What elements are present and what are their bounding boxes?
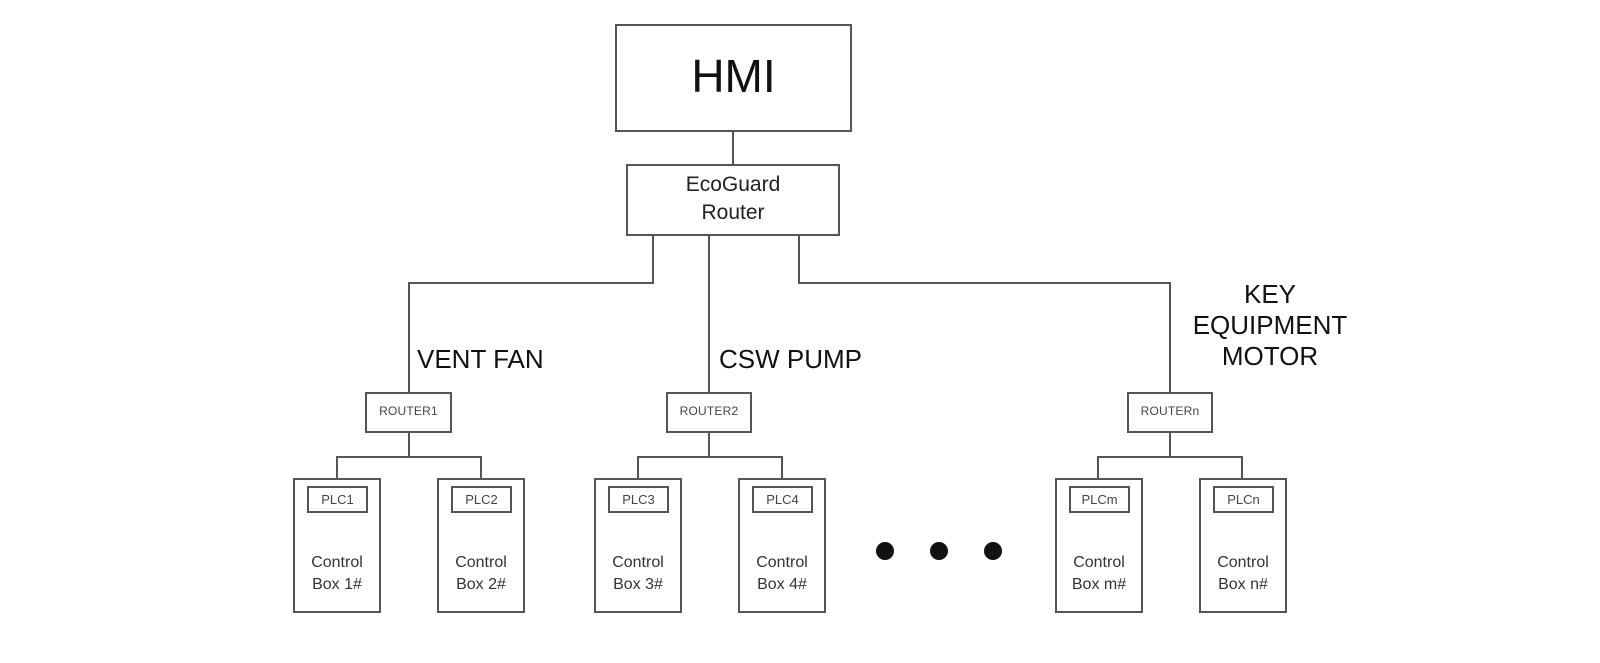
control-box-3-line1: Control (612, 554, 664, 571)
control-box-1-line2: Box 1# (312, 576, 362, 594)
control-box-m-label: Control Box m# (1056, 552, 1142, 597)
ecoguard-router-label: EcoGuard Router (627, 173, 839, 225)
control-box-n-line1: Control (1217, 554, 1269, 571)
control-box-n-line2: Box n# (1218, 576, 1268, 594)
link-key-equipment-motor (798, 235, 1171, 393)
hmi-label: HMI (691, 50, 776, 102)
ellipsis-dot-1 (876, 542, 894, 560)
control-box-1-line1: Control (311, 554, 363, 571)
link-vent-fan (408, 235, 654, 393)
ecoguard-router-line1: EcoGuard (685, 173, 781, 196)
control-box-2-label: Control Box 2# (438, 552, 524, 597)
key-equipment-motor-line1: KEY (1243, 279, 1297, 309)
plcn-label: PLCn (1227, 492, 1260, 507)
plc1-label: PLC1 (321, 492, 354, 507)
control-box-3-label: Control Box 3# (595, 552, 681, 597)
csw-pump-label: CSW PUMP (719, 344, 862, 374)
routern-label: ROUTERn (1140, 404, 1200, 418)
routern-split (1097, 456, 1243, 479)
control-box-2-line2: Box 2# (456, 576, 506, 594)
router2-split (637, 456, 783, 479)
plc4-box (752, 486, 813, 513)
router1-label: ROUTER1 (379, 404, 438, 418)
router2-label: ROUTER2 (679, 404, 739, 418)
plc2-label: PLC2 (465, 492, 498, 507)
router1-split (336, 456, 482, 479)
ecoguard-router-line2: Router (701, 201, 765, 225)
router2-box (666, 392, 752, 433)
control-box-4-line1: Control (756, 554, 808, 571)
hmi-box (615, 24, 852, 132)
plc3-box (608, 486, 669, 513)
plcm-box (1069, 486, 1130, 513)
plc4-label: PLC4 (766, 492, 799, 507)
control-box-3-line2: Box 3# (613, 576, 663, 594)
plcn-box (1213, 486, 1274, 513)
ecoguard-router-box (626, 164, 840, 236)
control-box-4-label: Control Box 4# (739, 552, 825, 597)
control-box-1-label: Control Box 1# (294, 552, 380, 597)
control-box-4-line2: Box 4# (757, 576, 807, 594)
plcm-label: PLCm (1081, 492, 1118, 507)
key-equipment-motor-line2: EQUIPMENT (1192, 310, 1348, 341)
router1-box (365, 392, 452, 433)
ellipsis-dot-2 (930, 542, 948, 560)
control-box-m-line2: Box m# (1071, 576, 1127, 594)
control-box-m-line1: Control (1073, 554, 1125, 571)
plc1-box (307, 486, 368, 513)
vent-fan-label: VENT FAN (417, 344, 544, 374)
control-box-n-label: Control Box n# (1200, 552, 1286, 597)
routern-box (1127, 392, 1213, 433)
control-box-2-line1: Control (455, 554, 507, 571)
plc2-box (451, 486, 512, 513)
key-equipment-motor-label: KEY EQUIPMENT MOTOR (1180, 279, 1360, 373)
plc3-label: PLC3 (622, 492, 655, 507)
key-equipment-motor-line3: MOTOR (1221, 341, 1319, 372)
ellipsis-dot-3 (984, 542, 1002, 560)
